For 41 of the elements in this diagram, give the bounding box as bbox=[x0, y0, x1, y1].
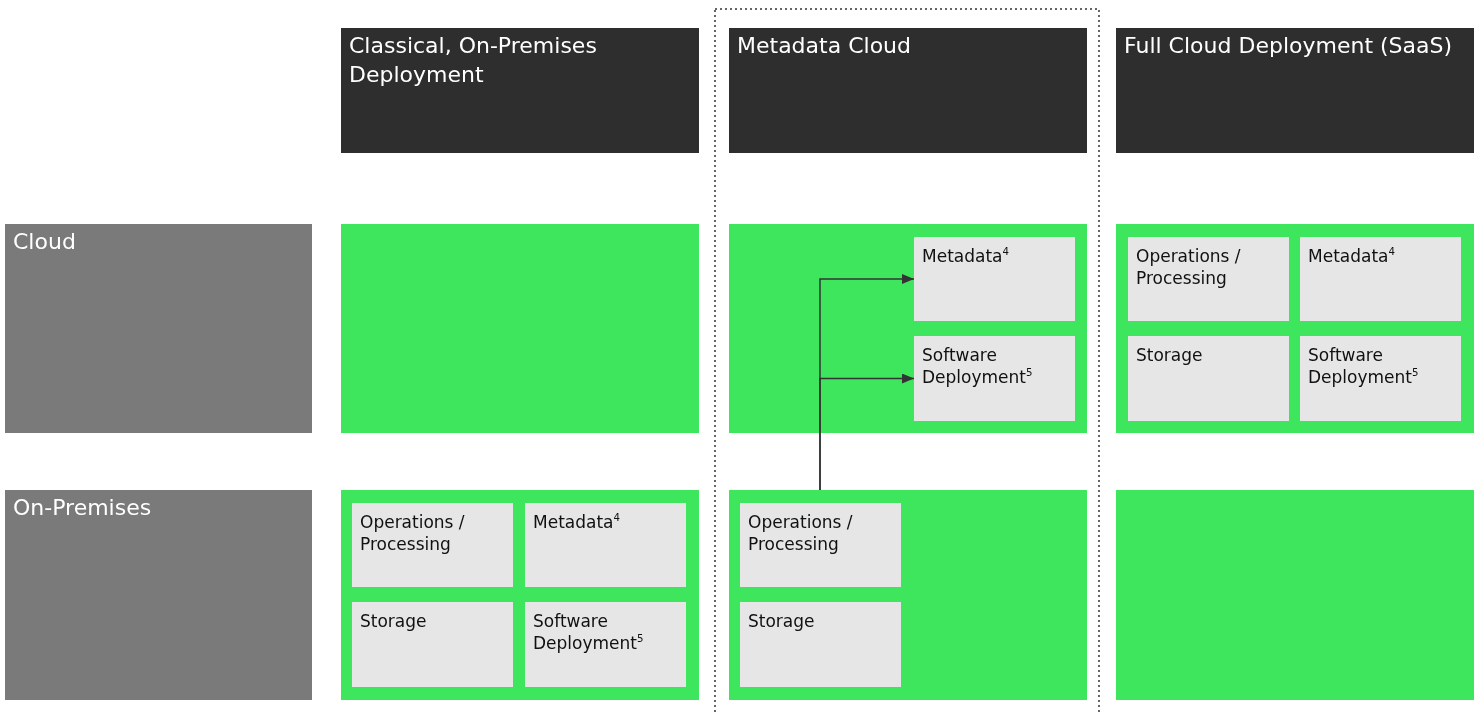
column-header bbox=[729, 28, 1087, 153]
zone-panel bbox=[1116, 490, 1474, 700]
component-box bbox=[1128, 237, 1289, 321]
component-box bbox=[1300, 237, 1461, 321]
component-box bbox=[352, 503, 513, 587]
header-label: Classical, On-Premises Deployment bbox=[349, 32, 598, 89]
component-label: Storage bbox=[748, 610, 816, 633]
zone-panel bbox=[341, 490, 699, 700]
component-label: Software Deployment$^{5}$ bbox=[922, 344, 1034, 389]
component-label: Metadata$^{4}$ bbox=[1308, 245, 1396, 268]
component-label: Metadata$^{4}$ bbox=[533, 511, 621, 534]
component-label: Operations / Processing bbox=[360, 511, 466, 556]
component-label: Operations / Processing bbox=[1136, 245, 1242, 290]
column-header bbox=[341, 28, 699, 153]
zone-panel bbox=[729, 490, 1087, 700]
component-box bbox=[1300, 336, 1461, 421]
component-label: Software Deployment$^{5}$ bbox=[533, 610, 645, 655]
component-box bbox=[525, 602, 686, 687]
row-header bbox=[5, 490, 312, 700]
component-label: Storage bbox=[1136, 344, 1204, 367]
component-box bbox=[914, 336, 1075, 421]
row-header bbox=[5, 224, 312, 433]
component-box bbox=[914, 237, 1075, 321]
column-header bbox=[1116, 28, 1474, 153]
component-label: Storage bbox=[360, 610, 428, 633]
header-label: On-Premises bbox=[13, 494, 153, 522]
component-label: Software Deployment$^{5}$ bbox=[1308, 344, 1420, 389]
component-box bbox=[740, 602, 901, 687]
arrow bbox=[819, 373, 915, 491]
zone-panel bbox=[1116, 224, 1474, 433]
component-box bbox=[525, 503, 686, 587]
zone-panel bbox=[729, 224, 1087, 433]
header-label: Metadata Cloud bbox=[737, 32, 912, 60]
component-box bbox=[740, 503, 901, 587]
header-label: Cloud bbox=[13, 228, 77, 256]
component-box bbox=[1128, 336, 1289, 421]
header-label: Full Cloud Deployment (SaaS) bbox=[1124, 32, 1454, 60]
component-box bbox=[352, 602, 513, 687]
component-label: Operations / Processing bbox=[748, 511, 854, 556]
component-label: Metadata$^{4}$ bbox=[922, 245, 1010, 268]
zone-panel bbox=[341, 224, 699, 433]
